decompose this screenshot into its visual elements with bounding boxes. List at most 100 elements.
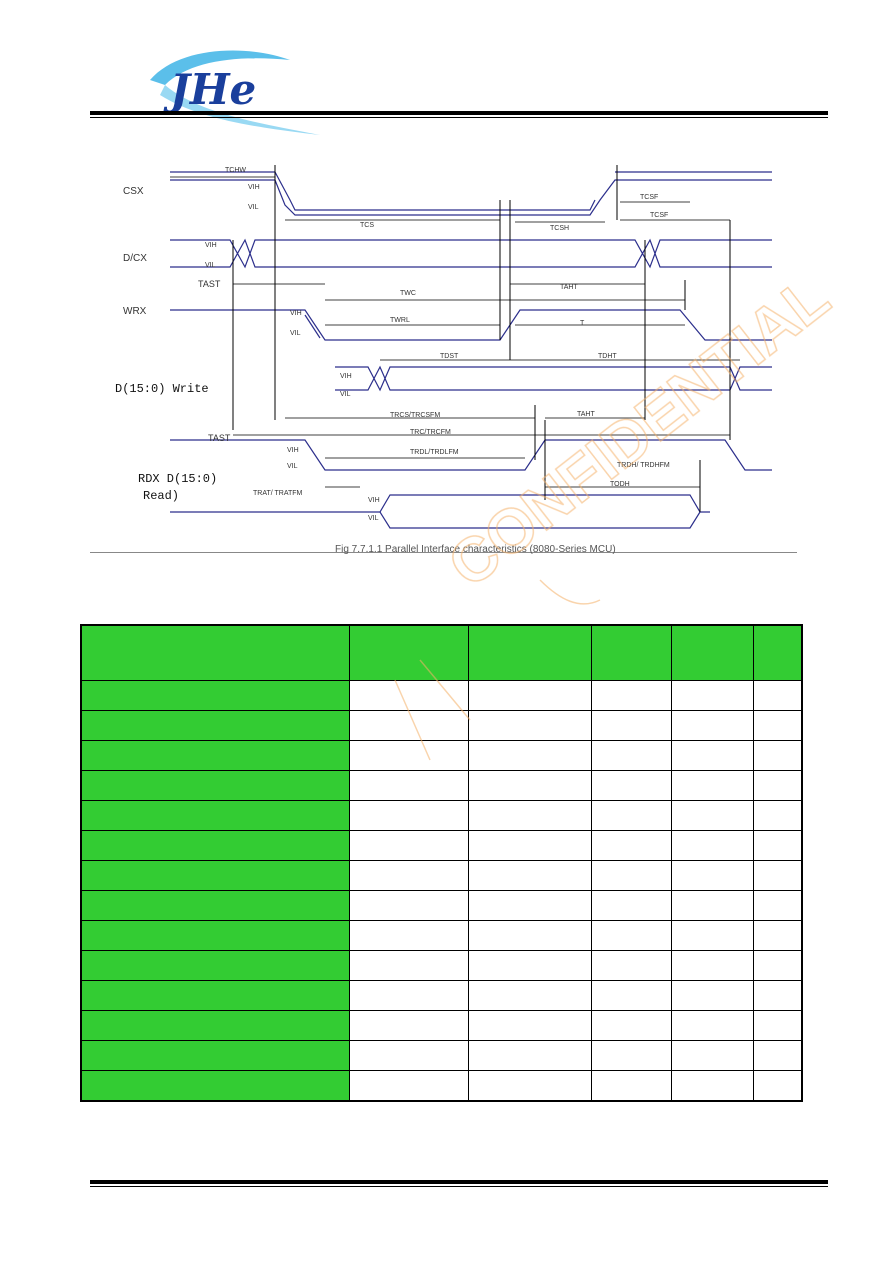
table-cell — [670, 800, 754, 831]
footer-rule — [90, 1180, 828, 1184]
timing-tdst: TDST — [440, 353, 459, 360]
signal-read-label: Read) — [143, 489, 180, 503]
header-cell — [348, 624, 469, 681]
table-cell — [590, 920, 672, 951]
table-row — [80, 1040, 803, 1071]
table-cell — [467, 920, 592, 951]
table-row — [80, 800, 803, 831]
table-row — [80, 680, 803, 711]
level-vih: VIH — [368, 497, 380, 504]
header-rule-thin — [90, 117, 828, 118]
table-cell — [752, 860, 803, 891]
signal-rdx-label: RDX D(15:0) — [138, 472, 218, 486]
signal-dwrite-label: D(15:0) Write — [115, 382, 209, 396]
table-cell — [670, 920, 754, 951]
table-cell — [348, 800, 469, 831]
timing-tchw: TCHW — [225, 167, 246, 174]
table-row — [80, 1010, 803, 1041]
table-cell — [348, 1010, 469, 1041]
table-cell — [752, 740, 803, 771]
timing-trdh: TRDH/ TRDHFM — [617, 462, 670, 469]
table-cell — [590, 830, 672, 861]
figure-caption: Fig 7.7.1.1 Parallel Interface character… — [335, 544, 616, 555]
header-cell — [752, 624, 803, 681]
timing-tast2: TAST — [208, 433, 231, 443]
level-vil: VIL — [368, 515, 379, 522]
table-cell — [80, 710, 350, 741]
table-cell — [348, 860, 469, 891]
timing-todh: TODH — [610, 481, 630, 488]
table-cell — [467, 1010, 592, 1041]
timing-tcs: TCS — [360, 222, 374, 229]
table-body — [80, 680, 803, 1102]
table-cell — [590, 890, 672, 921]
table-cell — [590, 1070, 672, 1102]
header-cell — [80, 624, 350, 681]
table-cell — [670, 1010, 754, 1041]
timing-tahr: TAHT — [577, 411, 595, 418]
table-cell — [467, 1070, 592, 1102]
table-cell — [467, 680, 592, 711]
table-cell — [467, 800, 592, 831]
table-header-row — [80, 624, 803, 681]
table-cell — [670, 740, 754, 771]
table-cell — [80, 980, 350, 1011]
signal-wrx-label: WRX — [123, 306, 147, 317]
table-cell — [752, 920, 803, 951]
table-cell — [590, 950, 672, 981]
table-cell — [348, 1040, 469, 1071]
table-cell — [348, 710, 469, 741]
timing-tdht: TDHT — [598, 353, 617, 360]
table-cell — [752, 1010, 803, 1041]
table-cell — [752, 710, 803, 741]
table-cell — [467, 830, 592, 861]
table-cell — [752, 800, 803, 831]
level-vih: VIH — [205, 242, 217, 249]
timing-tah: TAHT — [560, 284, 578, 291]
timing-trat: TRAT/ TRATFM — [253, 490, 303, 497]
timing-trc: TRC/TRCFM — [410, 429, 451, 436]
timing-arrows — [170, 176, 740, 488]
table-cell — [752, 770, 803, 801]
company-logo: JHe — [150, 50, 320, 135]
timing-parameter-table — [80, 624, 803, 1102]
table-cell — [348, 1070, 469, 1102]
table-row — [80, 770, 803, 801]
table-row — [80, 740, 803, 771]
table-cell — [670, 950, 754, 981]
table-cell — [80, 1040, 350, 1071]
table-cell — [467, 980, 592, 1011]
table-cell — [348, 740, 469, 771]
table-cell — [670, 890, 754, 921]
table-cell — [80, 860, 350, 891]
table-cell — [80, 830, 350, 861]
timing-twrl: TWRL — [390, 317, 410, 324]
table-cell — [590, 860, 672, 891]
table-row — [80, 830, 803, 861]
table-row — [80, 980, 803, 1011]
table-cell — [348, 830, 469, 861]
level-vil: VIL — [248, 204, 259, 211]
table-cell — [752, 950, 803, 981]
table-cell — [590, 980, 672, 1011]
table-cell — [467, 950, 592, 981]
table-cell — [467, 860, 592, 891]
table-cell — [670, 1040, 754, 1071]
table-cell — [348, 770, 469, 801]
table-cell — [80, 770, 350, 801]
table-cell — [752, 830, 803, 861]
table-row — [80, 950, 803, 981]
table-cell — [348, 920, 469, 951]
table-cell — [590, 710, 672, 741]
table-cell — [80, 950, 350, 981]
table-cell — [80, 920, 350, 951]
header-rule — [90, 111, 828, 115]
table-cell — [80, 1010, 350, 1041]
table-cell — [590, 1040, 672, 1071]
table-row — [80, 920, 803, 951]
table-cell — [80, 680, 350, 711]
level-vil: VIL — [340, 391, 351, 398]
table-cell — [752, 1070, 803, 1102]
table-cell — [670, 860, 754, 891]
table-cell — [80, 800, 350, 831]
